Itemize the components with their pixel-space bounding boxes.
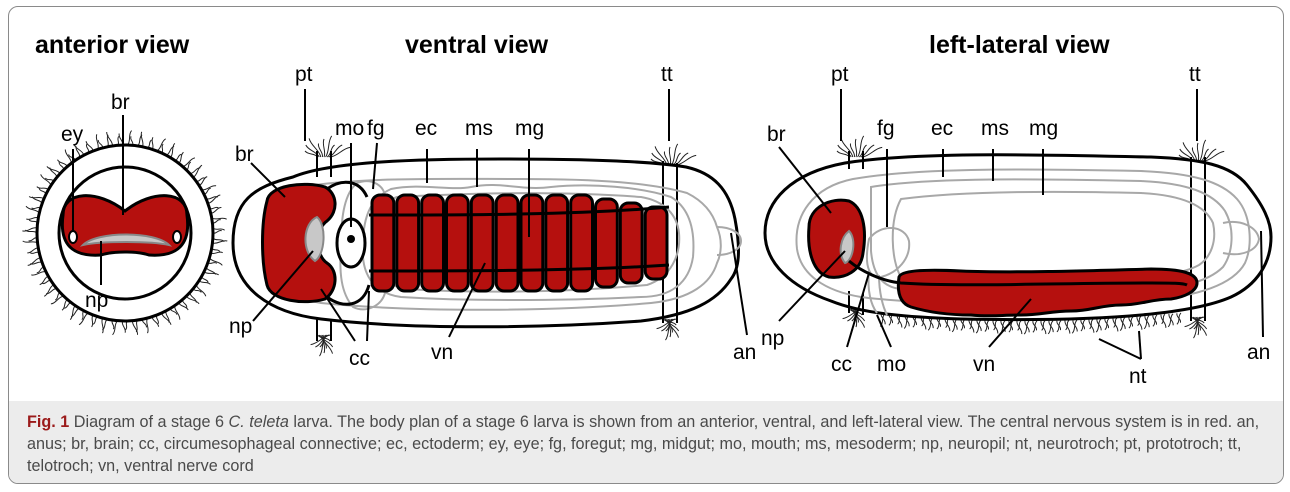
nerve-cord-segment (471, 195, 493, 291)
anterior-cilium (29, 197, 44, 199)
nerve-cord-segment (397, 195, 419, 291)
nerve-cord-segment (372, 195, 394, 291)
lateral-telotroch-cilium (1204, 151, 1224, 161)
nerve-cord-segment (620, 203, 642, 283)
label-tt-lateral: tt (1189, 63, 1201, 86)
label-mg-lateral: mg (1029, 117, 1058, 140)
ventral-telotroch-cilium (676, 155, 696, 165)
label-mo-lateral: mo (877, 353, 906, 376)
anterior-cilium (213, 228, 225, 230)
label-ey: ey (61, 123, 84, 146)
anterior-cilium (79, 313, 88, 325)
neurotroch-cilium (1057, 321, 1061, 332)
eye-left (69, 231, 77, 243)
label-an-ventral: an (733, 341, 756, 364)
anterior-cilium (209, 258, 222, 266)
label-tt-ventral: tt (661, 63, 673, 86)
label-br-ventral: br (235, 143, 254, 166)
label-mg-ventral: mg (515, 117, 544, 140)
ventral-view: pt mo fg ec ms mg tt br np cc vn an (229, 63, 756, 370)
label-np-lateral: np (761, 327, 784, 350)
anterior-cilium (204, 272, 219, 275)
ventral-prototroch-cilium (330, 147, 350, 157)
lateral-telotroch-cilium (1197, 143, 1198, 161)
label-br-anterior: br (111, 91, 130, 114)
lateral-prototroch-cilium (862, 147, 882, 157)
eye-right (173, 231, 181, 243)
lateral-prototroch-cilium (855, 139, 856, 157)
ventral-telotroch-cilium (672, 144, 678, 165)
neurotroch-cilium (1033, 321, 1037, 332)
anterior-cilium (26, 217, 38, 219)
nerve-cord-segment (521, 195, 543, 291)
nt-leader-line-lateral-a (1099, 339, 1141, 359)
label-cc-lateral: cc (831, 353, 852, 376)
anterior-cilium (157, 139, 166, 151)
nerve-cord-segment (571, 195, 593, 291)
anterior-cilium (113, 321, 118, 335)
label-fg-ventral: fg (367, 117, 385, 140)
label-br-lateral: br (767, 123, 786, 146)
anterior-cilium (92, 315, 94, 327)
label-vn-ventral: vn (431, 341, 453, 364)
anterior-cilium (170, 143, 174, 157)
anterior-cilium (86, 141, 93, 151)
label-ms-lateral: ms (981, 117, 1009, 140)
anterior-cilium (212, 241, 227, 244)
nerve-cord-segment (447, 195, 469, 291)
caption-species: C. teleta (229, 413, 289, 431)
ventral-mouth-opening (347, 235, 355, 243)
lateral-view: pt fg ec ms mg tt br np cc mo vn nt an (761, 63, 1271, 388)
anterior-cilium (147, 318, 148, 333)
ventral-prototroch-cilium (305, 151, 318, 157)
label-fg-lateral: fg (877, 117, 895, 140)
nerve-cord-segment (496, 195, 518, 291)
anterior-cilium (37, 187, 49, 190)
caption-fig-label: Fig. 1 (27, 413, 69, 431)
caption-text-before: Diagram of a stage 6 (69, 413, 228, 431)
label-mo-ventral: mo (335, 117, 364, 140)
anterior-cilium (211, 252, 223, 254)
anterior-cilium (70, 306, 75, 320)
nerve-cord-segment (645, 207, 667, 279)
figure-frame: anterior view ventral view left-lateral … (8, 6, 1284, 484)
label-pt-ventral: pt (295, 63, 313, 86)
anterior-cilium (152, 317, 158, 327)
label-ec-ventral: ec (415, 117, 437, 140)
anterior-view: ey br np (22, 91, 227, 335)
ventral-view-title: ventral view (405, 31, 549, 59)
anterior-cilium (141, 132, 143, 147)
anterior-view-title: anterior view (35, 31, 190, 59)
nerve-cord-segment (422, 195, 444, 291)
label-ms-ventral: ms (465, 117, 493, 140)
ventral-prototroch-cilium (323, 139, 324, 157)
label-an-lateral: an (1247, 341, 1270, 364)
lateral-prototroch-cilium (837, 151, 850, 157)
label-pt-lateral: pt (831, 63, 849, 86)
figure-caption: Fig. 1 Diagram of a stage 6 C. teleta la… (27, 411, 1277, 477)
anterior-cilium (102, 318, 103, 333)
anterior-cilium (212, 218, 227, 219)
anterior-cilium (122, 321, 125, 333)
label-nt-lateral: nt (1129, 365, 1147, 388)
anterior-cilium (22, 228, 37, 231)
nerve-cord-segment (546, 195, 568, 291)
label-np-anterior: np (85, 289, 108, 312)
neurotroch-cilium (1081, 320, 1085, 331)
label-cc-ventral: cc (349, 347, 370, 370)
label-ec-lateral: ec (931, 117, 953, 140)
label-vn-lateral: vn (973, 353, 995, 376)
anterior-cilium (199, 281, 210, 285)
ventral-telotroch-cilium (669, 147, 670, 165)
nt-leader-line-lateral-b (1139, 331, 1141, 359)
label-np-ventral: np (229, 315, 252, 338)
anterior-cilium (152, 137, 153, 149)
lateral-view-title: left-lateral view (929, 31, 1110, 59)
